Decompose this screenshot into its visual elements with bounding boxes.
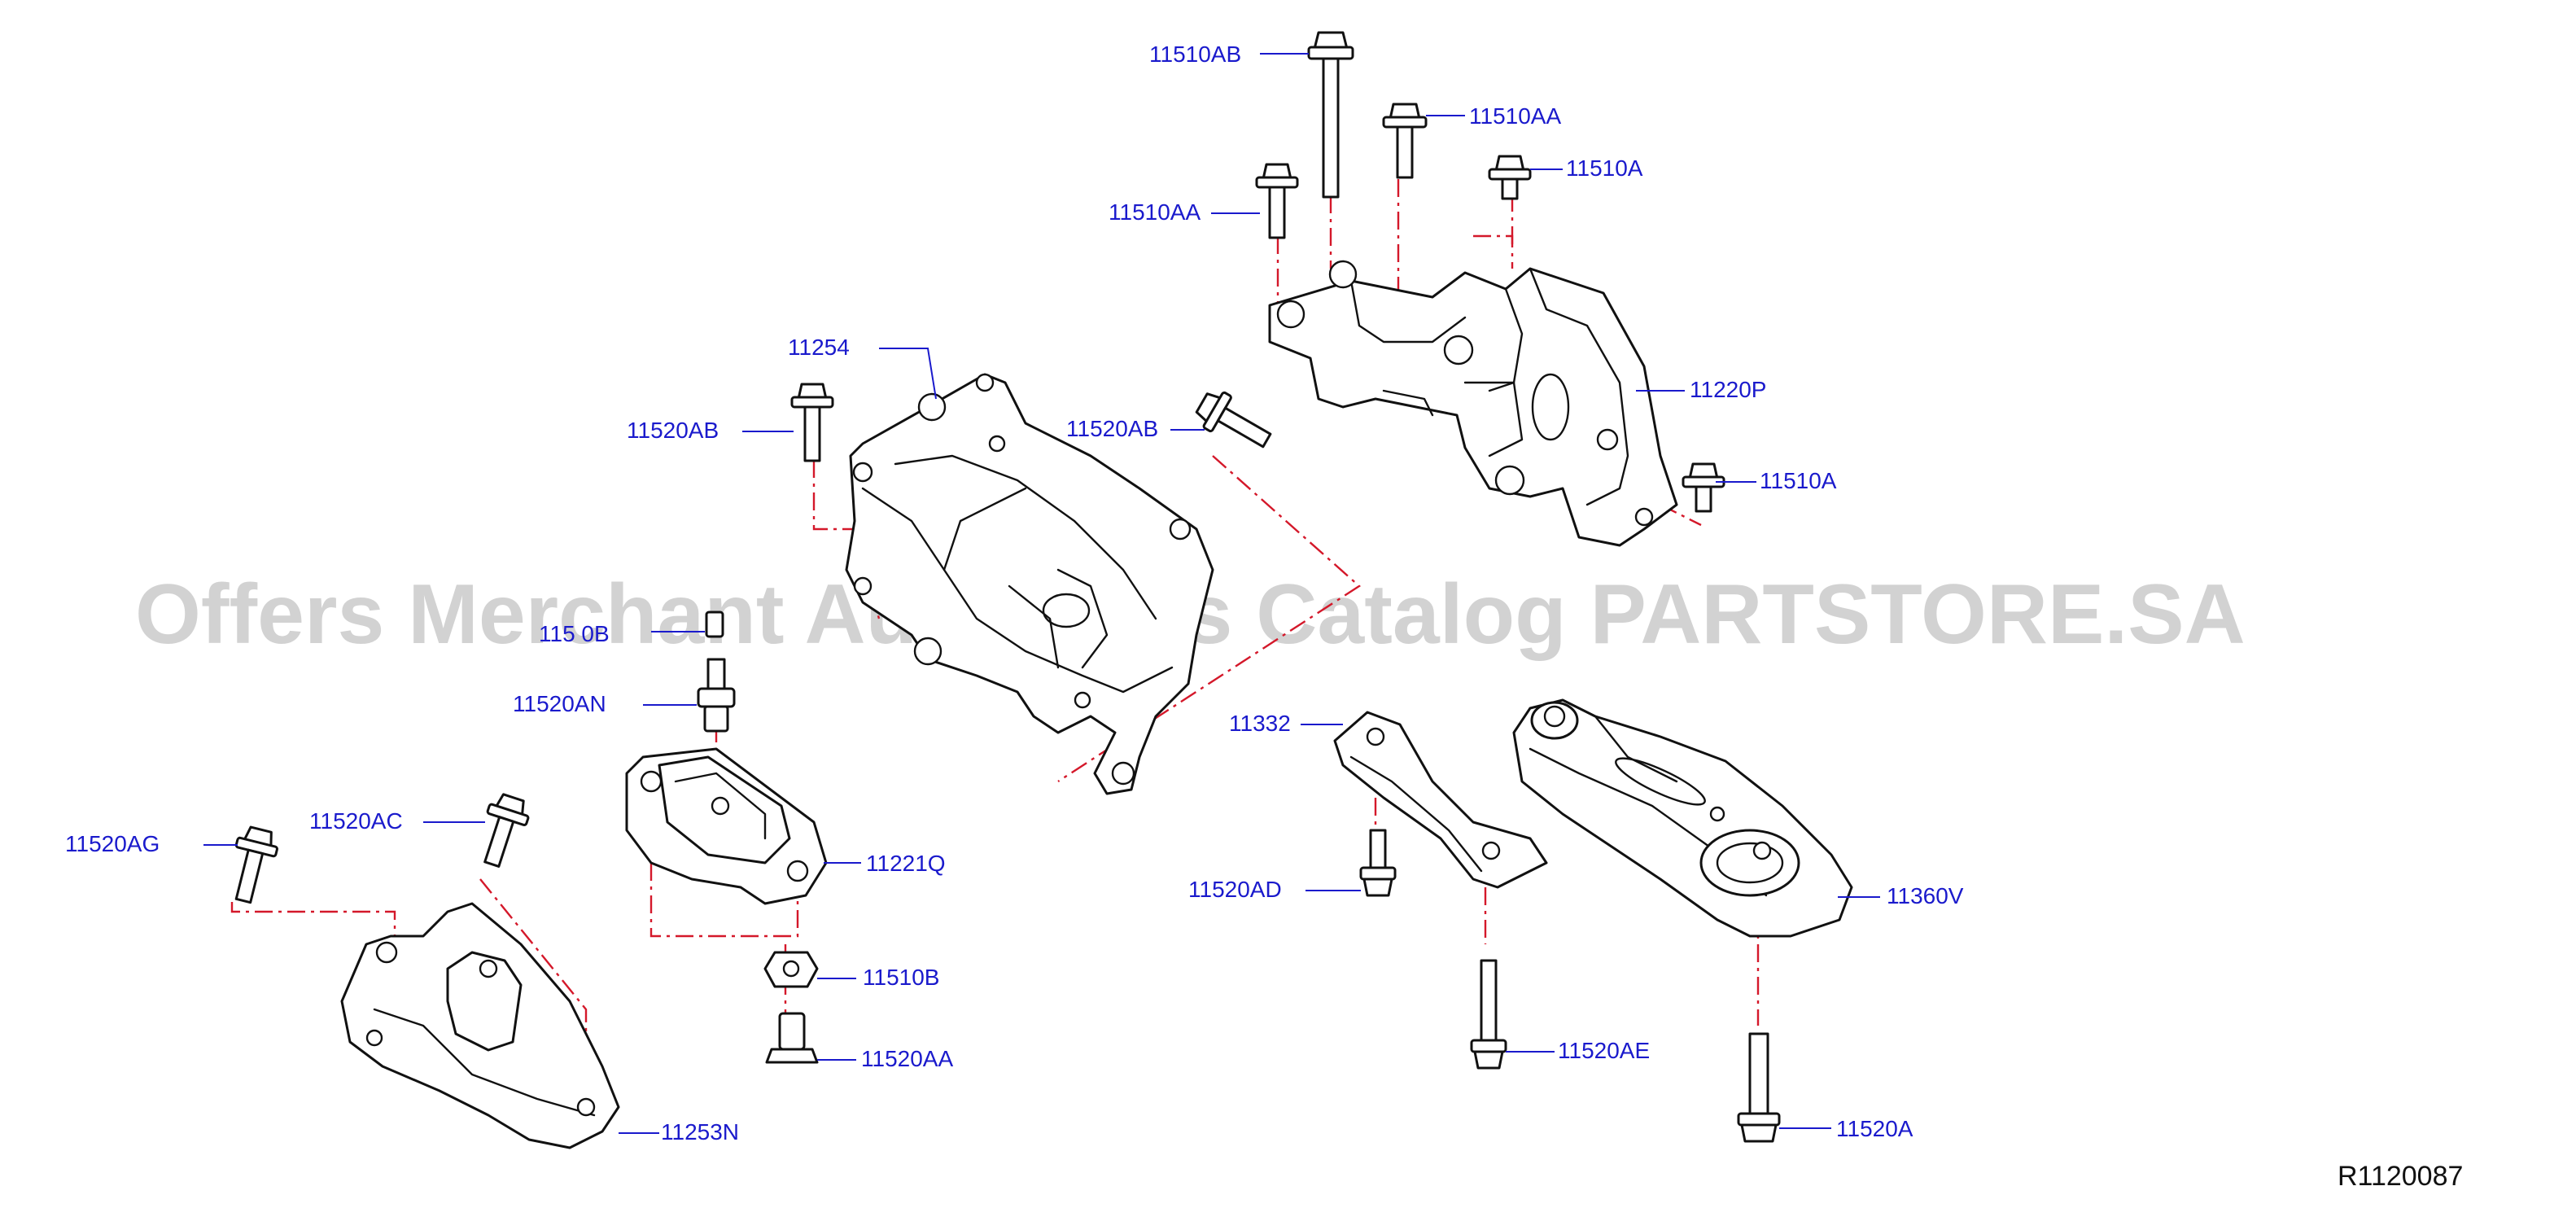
label-11360v: 11360V	[1887, 883, 1964, 908]
label-11510aa-top: 11510AA	[1469, 103, 1561, 129]
label-11510b-partial: 115 0B	[539, 621, 610, 646]
label-11520ab-left: 11520AB	[627, 418, 719, 443]
bolt-11510aa-left	[1255, 163, 1299, 239]
bolt-11520ad	[1359, 829, 1397, 897]
label-11520ad: 11520AD	[1188, 877, 1282, 902]
label-11510b: 11510B	[863, 965, 939, 990]
label-11520ag: 11520AG	[65, 831, 160, 856]
leader-lines	[203, 53, 1880, 1134]
bolt-11520ac	[483, 793, 530, 868]
label-11332: 11332	[1229, 711, 1291, 736]
engine-mount-11220p	[1268, 260, 1678, 547]
drawing-code: R1120087	[2338, 1161, 2463, 1192]
torque-rod-11360v	[1512, 698, 1853, 938]
stud-11510b-partial	[705, 611, 724, 638]
bracket-11332	[1333, 711, 1548, 889]
label-11520a: 11520A	[1836, 1116, 1913, 1141]
bolt-11510ab	[1307, 31, 1354, 199]
label-11510ab: 11510AB	[1149, 42, 1241, 67]
mount-11253n	[340, 902, 620, 1149]
bolt-11510aa-top	[1382, 103, 1428, 179]
label-11220p: 11220P	[1690, 377, 1766, 402]
bolt-11520a	[1737, 1032, 1781, 1143]
mount-11221q	[625, 747, 828, 905]
stud-11520an	[697, 658, 736, 733]
label-11221q: 11221Q	[866, 851, 946, 876]
bolt-11520ab-left	[790, 383, 834, 462]
bolt-11520ae	[1470, 959, 1507, 1070]
label-11253n: 11253N	[661, 1119, 739, 1145]
nut-11510b	[763, 951, 819, 988]
label-11520ab-mid: 11520AB	[1066, 416, 1158, 441]
bracket-11254	[845, 373, 1214, 795]
bolt-11520ab-mid	[1195, 391, 1272, 449]
label-11254: 11254	[788, 335, 850, 360]
bolt-11510a-top	[1488, 155, 1532, 200]
label-11520ac: 11520AC	[309, 808, 403, 834]
label-11510aa-left: 11510AA	[1109, 199, 1201, 225]
stud-11520aa	[765, 1012, 819, 1064]
part-labels: 11510AB 11510AA 11510A 11510AA 11254 112…	[65, 42, 1964, 1145]
label-11520aa: 11520AA	[861, 1046, 953, 1071]
label-11520ae: 11520AE	[1558, 1038, 1650, 1063]
label-11510a-right: 11510A	[1760, 468, 1837, 493]
bolt-11510a-right	[1682, 462, 1725, 513]
bolt-11520ag	[234, 825, 278, 904]
label-11510a-top: 11510A	[1566, 155, 1643, 181]
label-11520an: 11520AN	[513, 691, 606, 716]
